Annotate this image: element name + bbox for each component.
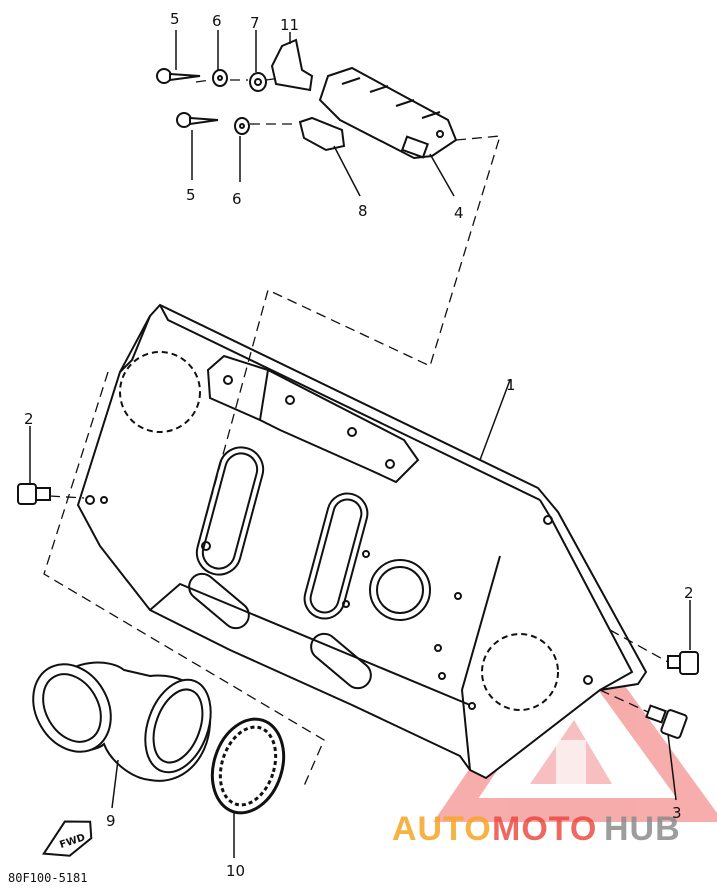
washer-6-lower	[234, 117, 250, 135]
callout-7: 7	[250, 14, 260, 32]
watermark-auto: AUTO	[392, 810, 492, 848]
callout-5-lower: 5	[186, 186, 196, 204]
screw-5-lower	[176, 112, 219, 128]
callout-6-upper: 6	[212, 12, 222, 30]
callout-8: 8	[358, 202, 368, 220]
callout-3: 3	[672, 804, 682, 822]
main-plate	[76, 303, 648, 780]
callout-4: 4	[454, 204, 464, 222]
watermark-hub: HUB	[604, 810, 681, 848]
callout-2-left: 2	[24, 410, 34, 428]
callout-9: 9	[106, 812, 116, 830]
part-code: 80F100-5181	[8, 871, 87, 885]
nut-7	[249, 72, 267, 92]
bolt-3	[645, 704, 688, 739]
callout-11: 11	[280, 16, 299, 34]
screw-5-upper	[156, 68, 201, 84]
clamp-ring-10	[210, 717, 286, 815]
bolt-2-right	[667, 651, 699, 675]
clamp-piece-8	[298, 116, 346, 152]
callout-1: 1	[506, 376, 516, 394]
washer-6-upper	[212, 69, 228, 87]
callout-5-upper: 5	[170, 10, 180, 28]
dashed-guides	[43, 77, 669, 787]
bolt-2-left	[17, 483, 51, 505]
watermark-text: AUTO MOTO HUB	[392, 810, 681, 848]
leader-lines	[29, 30, 691, 858]
intake-joint-9	[32, 661, 212, 782]
callout-labels: 5 6 7 11 5 6 8 4 1 2 2 3 9 10	[24, 10, 694, 880]
watermark-moto: MOTO	[492, 810, 597, 848]
clamp-piece-11	[270, 38, 314, 92]
callout-10: 10	[226, 862, 245, 880]
fwd-arrow-icon: FWD	[41, 820, 93, 857]
callout-6-lower: 6	[232, 190, 242, 208]
callout-2-right: 2	[684, 584, 694, 602]
